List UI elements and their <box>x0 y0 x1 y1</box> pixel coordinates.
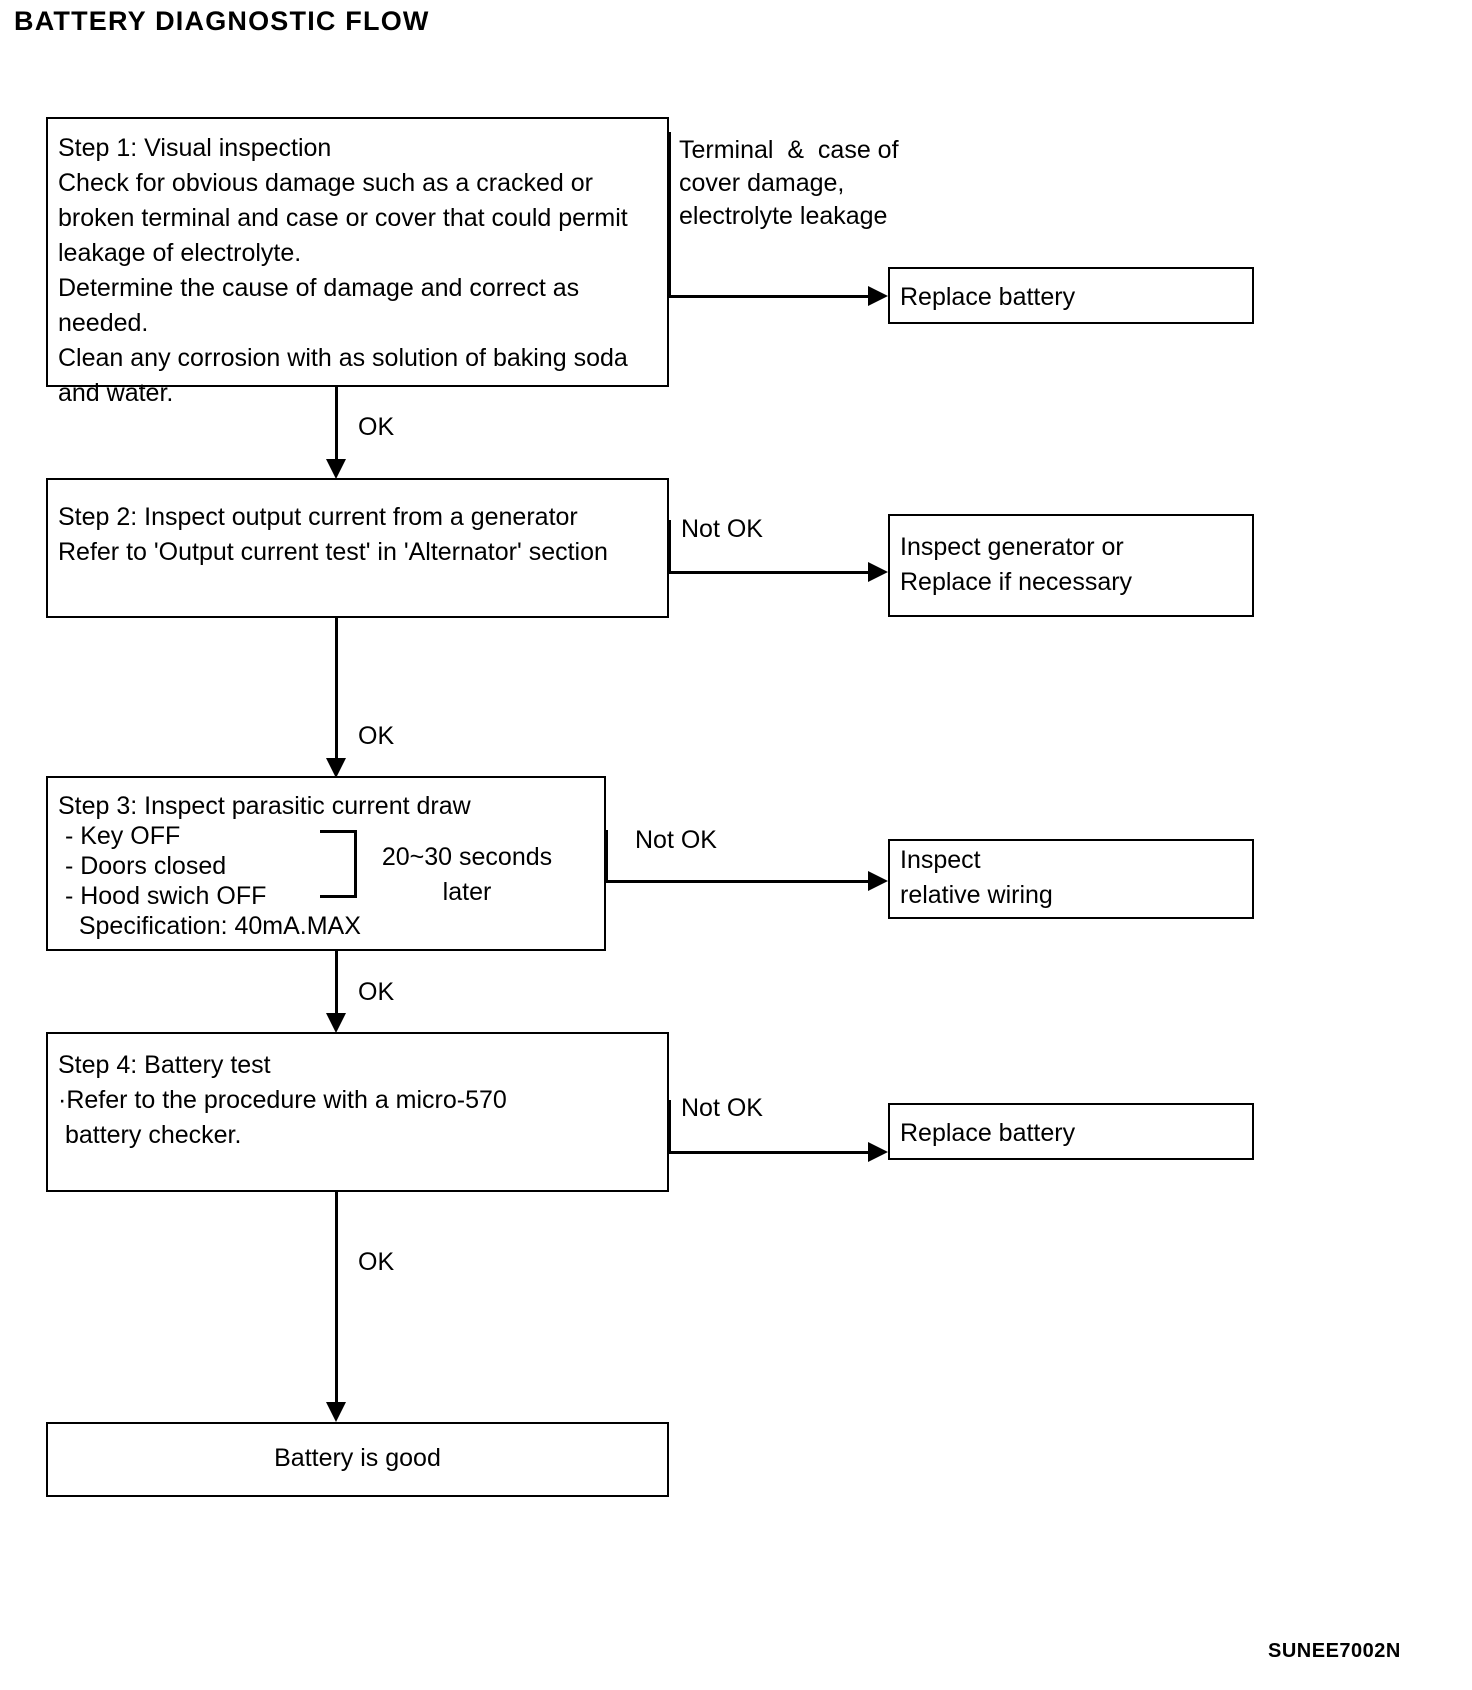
ok1-label: OK <box>358 413 395 441</box>
result2-box <box>888 514 1254 617</box>
step2-branch-vline <box>668 520 671 573</box>
step4-box <box>46 1032 669 1192</box>
step3-bracket-icon <box>320 830 360 898</box>
ok3-line <box>335 951 338 1023</box>
step3-branch-arrowhead <box>868 871 888 891</box>
step4-branch-vline <box>668 1100 671 1153</box>
step3-item-1: - Doors closed <box>58 852 227 880</box>
step2-box <box>46 478 669 618</box>
ok1-arrowhead <box>326 459 346 479</box>
step3-title: Step 3: Inspect parasitic current draw <box>58 792 471 820</box>
ok2-line <box>335 618 338 768</box>
step1-text: Step 1: Visual inspection Check for obvi… <box>58 134 628 407</box>
notok2-label: Not OK <box>681 515 763 543</box>
result1-box <box>888 267 1254 324</box>
ok1-line <box>335 387 338 469</box>
page-title: BATTERY DIAGNOSTIC FLOW <box>14 6 430 36</box>
result1-text: Replace battery <box>900 283 1076 311</box>
step1-branch-vline <box>668 132 671 297</box>
ok3-label: OK <box>358 978 395 1006</box>
notok3-label: Not OK <box>635 826 717 854</box>
ok4-arrowhead <box>326 1402 346 1422</box>
step4-text: Step 4: Battery test ·Refer to the proce… <box>58 1051 507 1149</box>
step3-box <box>46 776 606 951</box>
step1-box <box>46 117 669 387</box>
step1-branch-arrowhead <box>868 286 888 306</box>
step3-item-0: - Key OFF <box>58 822 181 850</box>
figure-code: SUNEE7002N <box>1268 1640 1401 1662</box>
ok2-label: OK <box>358 722 395 750</box>
step3-branch-hline <box>605 880 873 883</box>
step2-text: Step 2: Inspect output current from a ge… <box>58 503 608 566</box>
step3-item-2: - Hood swich OFF <box>58 882 267 910</box>
step1-branch-hline <box>668 295 873 298</box>
result3-box <box>888 839 1254 919</box>
step3-specification: Specification: 40mA.MAX <box>58 912 361 940</box>
result2-text: Inspect generator or Replace if necessar… <box>900 533 1133 596</box>
final-text: Battery is good <box>274 1444 441 1472</box>
step3-branch-vline <box>605 830 608 882</box>
result4-text: Replace battery <box>900 1119 1076 1147</box>
notok4-label: Not OK <box>681 1094 763 1122</box>
ok3-arrowhead <box>326 1013 346 1033</box>
step4-branch-arrowhead <box>868 1142 888 1162</box>
step1-condition-annotation: Terminal & case of cover damage, electro… <box>679 136 899 230</box>
step3-bracket-note: 20~30 seconds later <box>381 843 553 906</box>
step2-branch-hline <box>668 571 873 574</box>
ok4-line <box>335 1192 338 1412</box>
step2-branch-arrowhead <box>868 562 888 582</box>
result4-box <box>888 1103 1254 1160</box>
ok4-label: OK <box>358 1248 395 1276</box>
final-box <box>46 1422 669 1497</box>
result3-text: Inspect relative wiring <box>900 846 1053 909</box>
step4-branch-hline <box>668 1151 873 1154</box>
ok2-arrowhead <box>326 758 346 778</box>
